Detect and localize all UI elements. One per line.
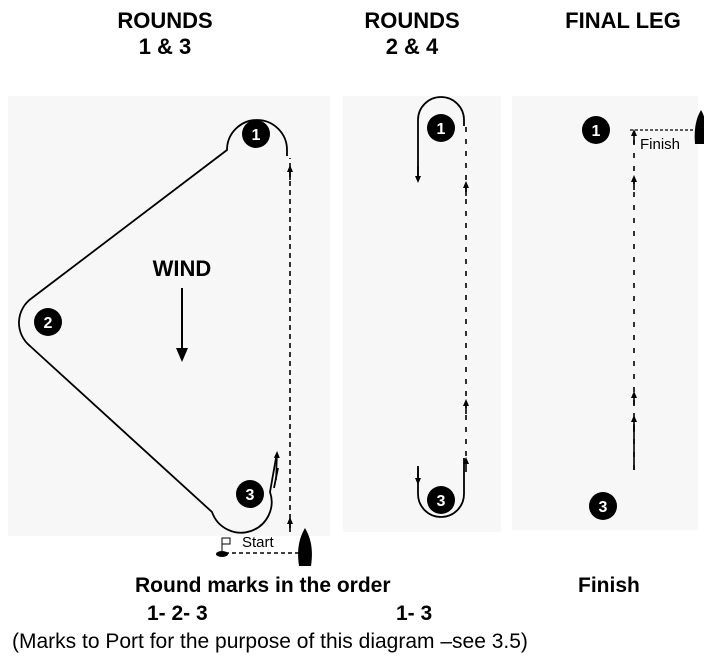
heading-rounds-1-3-line1: ROUNDS — [117, 8, 213, 33]
heading-rounds-1-3-line2: 1 & 3 — [138, 34, 192, 59]
heading-final-leg-line1: FINAL LEG — [565, 8, 681, 33]
mark-1-windward-label: 1 — [437, 121, 446, 138]
panel-windward-bg — [343, 96, 501, 532]
windward-course-loop — [417, 96, 465, 518]
mark-2-triangle — [34, 308, 62, 336]
heading-rounds-2-4: ROUNDS 2 & 4 — [342, 8, 482, 60]
heading-rounds-1-3: ROUNDS 1 & 3 — [95, 8, 235, 60]
start-buoy-icon — [216, 551, 228, 557]
wind-arrow-head — [176, 348, 188, 362]
mark-1-windward — [427, 114, 455, 142]
start-boat-icon — [298, 528, 312, 566]
mark-3-final-label: 3 — [599, 499, 608, 516]
caption-order-windward: 1- 3 — [396, 602, 433, 625]
mark-2-triangle-label: 2 — [44, 315, 53, 332]
mark-3-windward-label: 3 — [437, 493, 446, 510]
caption-round-marks: Round marks in the order — [135, 574, 391, 597]
mark-3-windward — [427, 486, 455, 514]
start-flag-icon — [221, 537, 231, 545]
caption-order-triangle: 1- 2- 3 — [147, 602, 208, 625]
mark-3-final — [589, 492, 617, 520]
finish-label: Finish — [640, 136, 680, 153]
mark-1-triangle-label: 1 — [252, 127, 261, 144]
mark-1-triangle — [242, 120, 270, 148]
caption-finish: Finish — [578, 574, 640, 597]
panel-final-bg — [512, 96, 698, 530]
start-label: Start — [242, 534, 275, 551]
heading-rounds-2-4-line1: ROUNDS — [364, 8, 460, 33]
diagram-note: (Marks to Port for the purpose of this d… — [12, 630, 528, 653]
finish-boat-icon — [694, 110, 704, 144]
heading-rounds-2-4-line2: 2 & 4 — [385, 34, 439, 59]
mark-1-final — [582, 116, 610, 144]
mark-3-triangle-label: 3 — [246, 487, 255, 504]
wind-label: WIND — [153, 256, 212, 281]
arrow-mark3-exit — [273, 451, 280, 481]
mark-3-triangle — [236, 480, 264, 508]
heading-final-leg: FINAL LEG — [548, 8, 698, 34]
mark-1-final-label: 1 — [592, 123, 601, 140]
